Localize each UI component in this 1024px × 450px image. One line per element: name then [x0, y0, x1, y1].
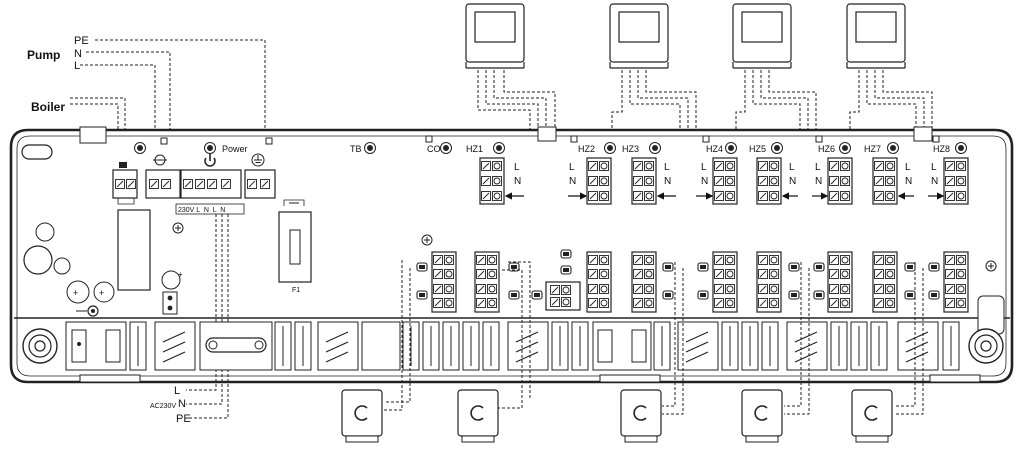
terminal-strip-label: 230V L N L N [178, 207, 225, 214]
valve-actuator-icon [741, 389, 783, 443]
labels: Pump PE N L Boiler Power TB CO HZ1 HZ2 H… [27, 35, 950, 154]
pump-label: Pump [27, 48, 60, 62]
svg-text:N: N [815, 176, 822, 187]
svg-text:N: N [664, 176, 671, 187]
svg-text:L: L [664, 162, 670, 173]
pump-l-label: L [74, 60, 80, 72]
indicator-leds [134, 135, 967, 154]
power-label: Power [222, 144, 248, 154]
power-terminal-block: 230V L N L N [112, 153, 276, 215]
svg-text:+: + [99, 288, 104, 298]
zone-label-hz2: HZ2 [578, 144, 595, 154]
tb-label: TB [350, 144, 362, 154]
mains-pe-label: PE [176, 413, 191, 425]
mains-wiring: L N PE AC230V [150, 214, 229, 425]
room-thermostat-icon [465, 3, 525, 69]
svg-text:L: L [569, 162, 575, 173]
svg-text:L: L [514, 162, 520, 173]
pump-pe-label: PE [74, 35, 89, 47]
ln-markers: L N L N L N L N L N L N L N L N [504, 162, 945, 200]
zone-label-hz3: HZ3 [622, 144, 639, 154]
power-icon [204, 154, 216, 167]
thermostat-group [465, 3, 906, 69]
zone-label-hz1: HZ1 [466, 144, 483, 154]
svg-text:L: L [789, 162, 795, 173]
room-thermostat-icon [846, 3, 906, 69]
fuse-label: F1 [292, 287, 300, 294]
boiler-label: Boiler [31, 100, 65, 114]
valve-actuator-icon [620, 389, 662, 443]
room-thermostat-icon [609, 3, 669, 69]
mains-n-label: N [178, 398, 186, 410]
svg-text:L: L [931, 162, 937, 173]
zone-label-hz4: HZ4 [706, 144, 723, 154]
earth-icon [251, 153, 265, 167]
co-label: CO [427, 144, 441, 154]
svg-text:L: L [815, 162, 821, 173]
svg-text:L: L [701, 162, 707, 173]
valve-actuator-icon [457, 389, 499, 443]
svg-text:+: + [178, 270, 183, 279]
actuator-terminals [432, 252, 968, 312]
left-electronics: + + + [23, 209, 997, 317]
external-wiring [70, 39, 266, 175]
svg-text:N: N [701, 176, 708, 187]
zone-label-hz5: HZ5 [749, 144, 766, 154]
valve-actuator-icon [851, 389, 893, 443]
zone-label-hz7: HZ7 [864, 144, 881, 154]
svg-text:N: N [931, 176, 938, 187]
zone-label-hz6: HZ6 [818, 144, 835, 154]
svg-text:N: N [789, 176, 796, 187]
pump-n-label: N [74, 48, 82, 60]
room-thermostat-icon [732, 3, 792, 69]
fuse-holder: F1 [278, 199, 312, 294]
mains-l-label: L [174, 385, 180, 397]
svg-text:L: L [905, 162, 911, 173]
svg-text:N: N [569, 176, 576, 187]
svg-text:N: N [905, 176, 912, 187]
cable-entry-row [65, 321, 960, 371]
ac230v-label: AC230V [150, 403, 176, 410]
mounting-holes [22, 328, 1004, 364]
zone-label-hz8: HZ8 [933, 144, 950, 154]
actuator-wiring [384, 260, 924, 415]
svg-text:N: N [514, 176, 521, 187]
valve-actuator-icon [341, 389, 383, 443]
actuator-group [341, 389, 893, 443]
svg-text:+: + [73, 288, 78, 298]
